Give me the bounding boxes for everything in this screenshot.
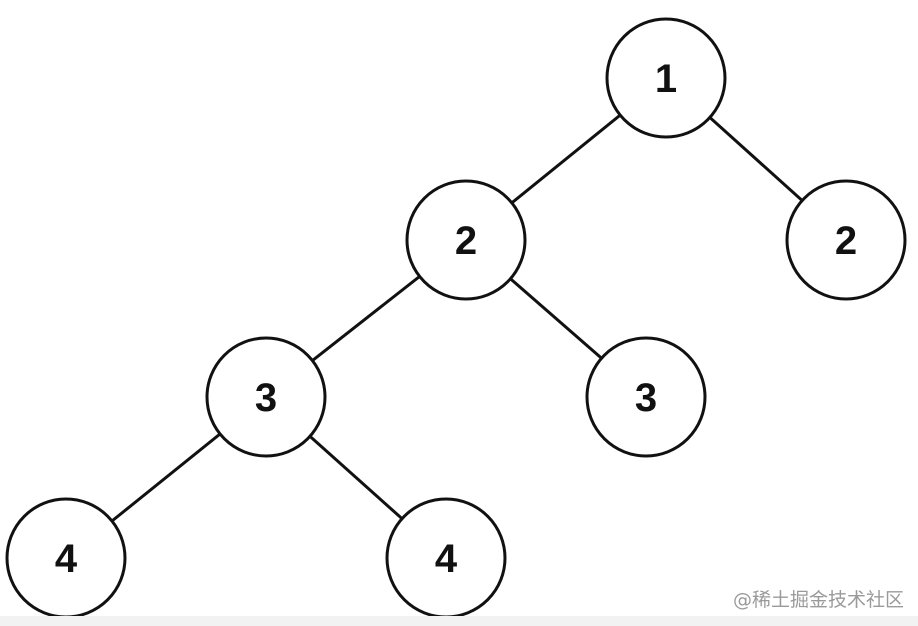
node-label: 1 <box>655 57 677 101</box>
tree-node-n4a: 4 <box>5 497 127 619</box>
tree-node-n2b: 2 <box>785 179 907 301</box>
node-label: 3 <box>635 376 657 420</box>
node-label: 3 <box>255 376 277 420</box>
node-label: 2 <box>455 219 477 263</box>
node-label: 4 <box>435 537 458 581</box>
node-circle <box>405 179 527 301</box>
node-circle <box>585 336 707 458</box>
tree-node-n3a: 3 <box>205 336 327 458</box>
tree-node-n3b: 3 <box>585 336 707 458</box>
node-circle <box>205 336 327 458</box>
watermark-text: @稀土掘金技术社区 <box>732 589 904 611</box>
node-label: 2 <box>835 219 857 263</box>
edges <box>65 76 848 560</box>
node-circle <box>785 179 907 301</box>
tree-node-n2a: 2 <box>405 179 527 301</box>
bottom-strip <box>0 616 918 626</box>
tree-node-n4b: 4 <box>385 497 507 619</box>
node-label: 4 <box>55 537 78 581</box>
node-circle <box>605 17 727 139</box>
tree-node-n1: 1 <box>605 17 727 139</box>
